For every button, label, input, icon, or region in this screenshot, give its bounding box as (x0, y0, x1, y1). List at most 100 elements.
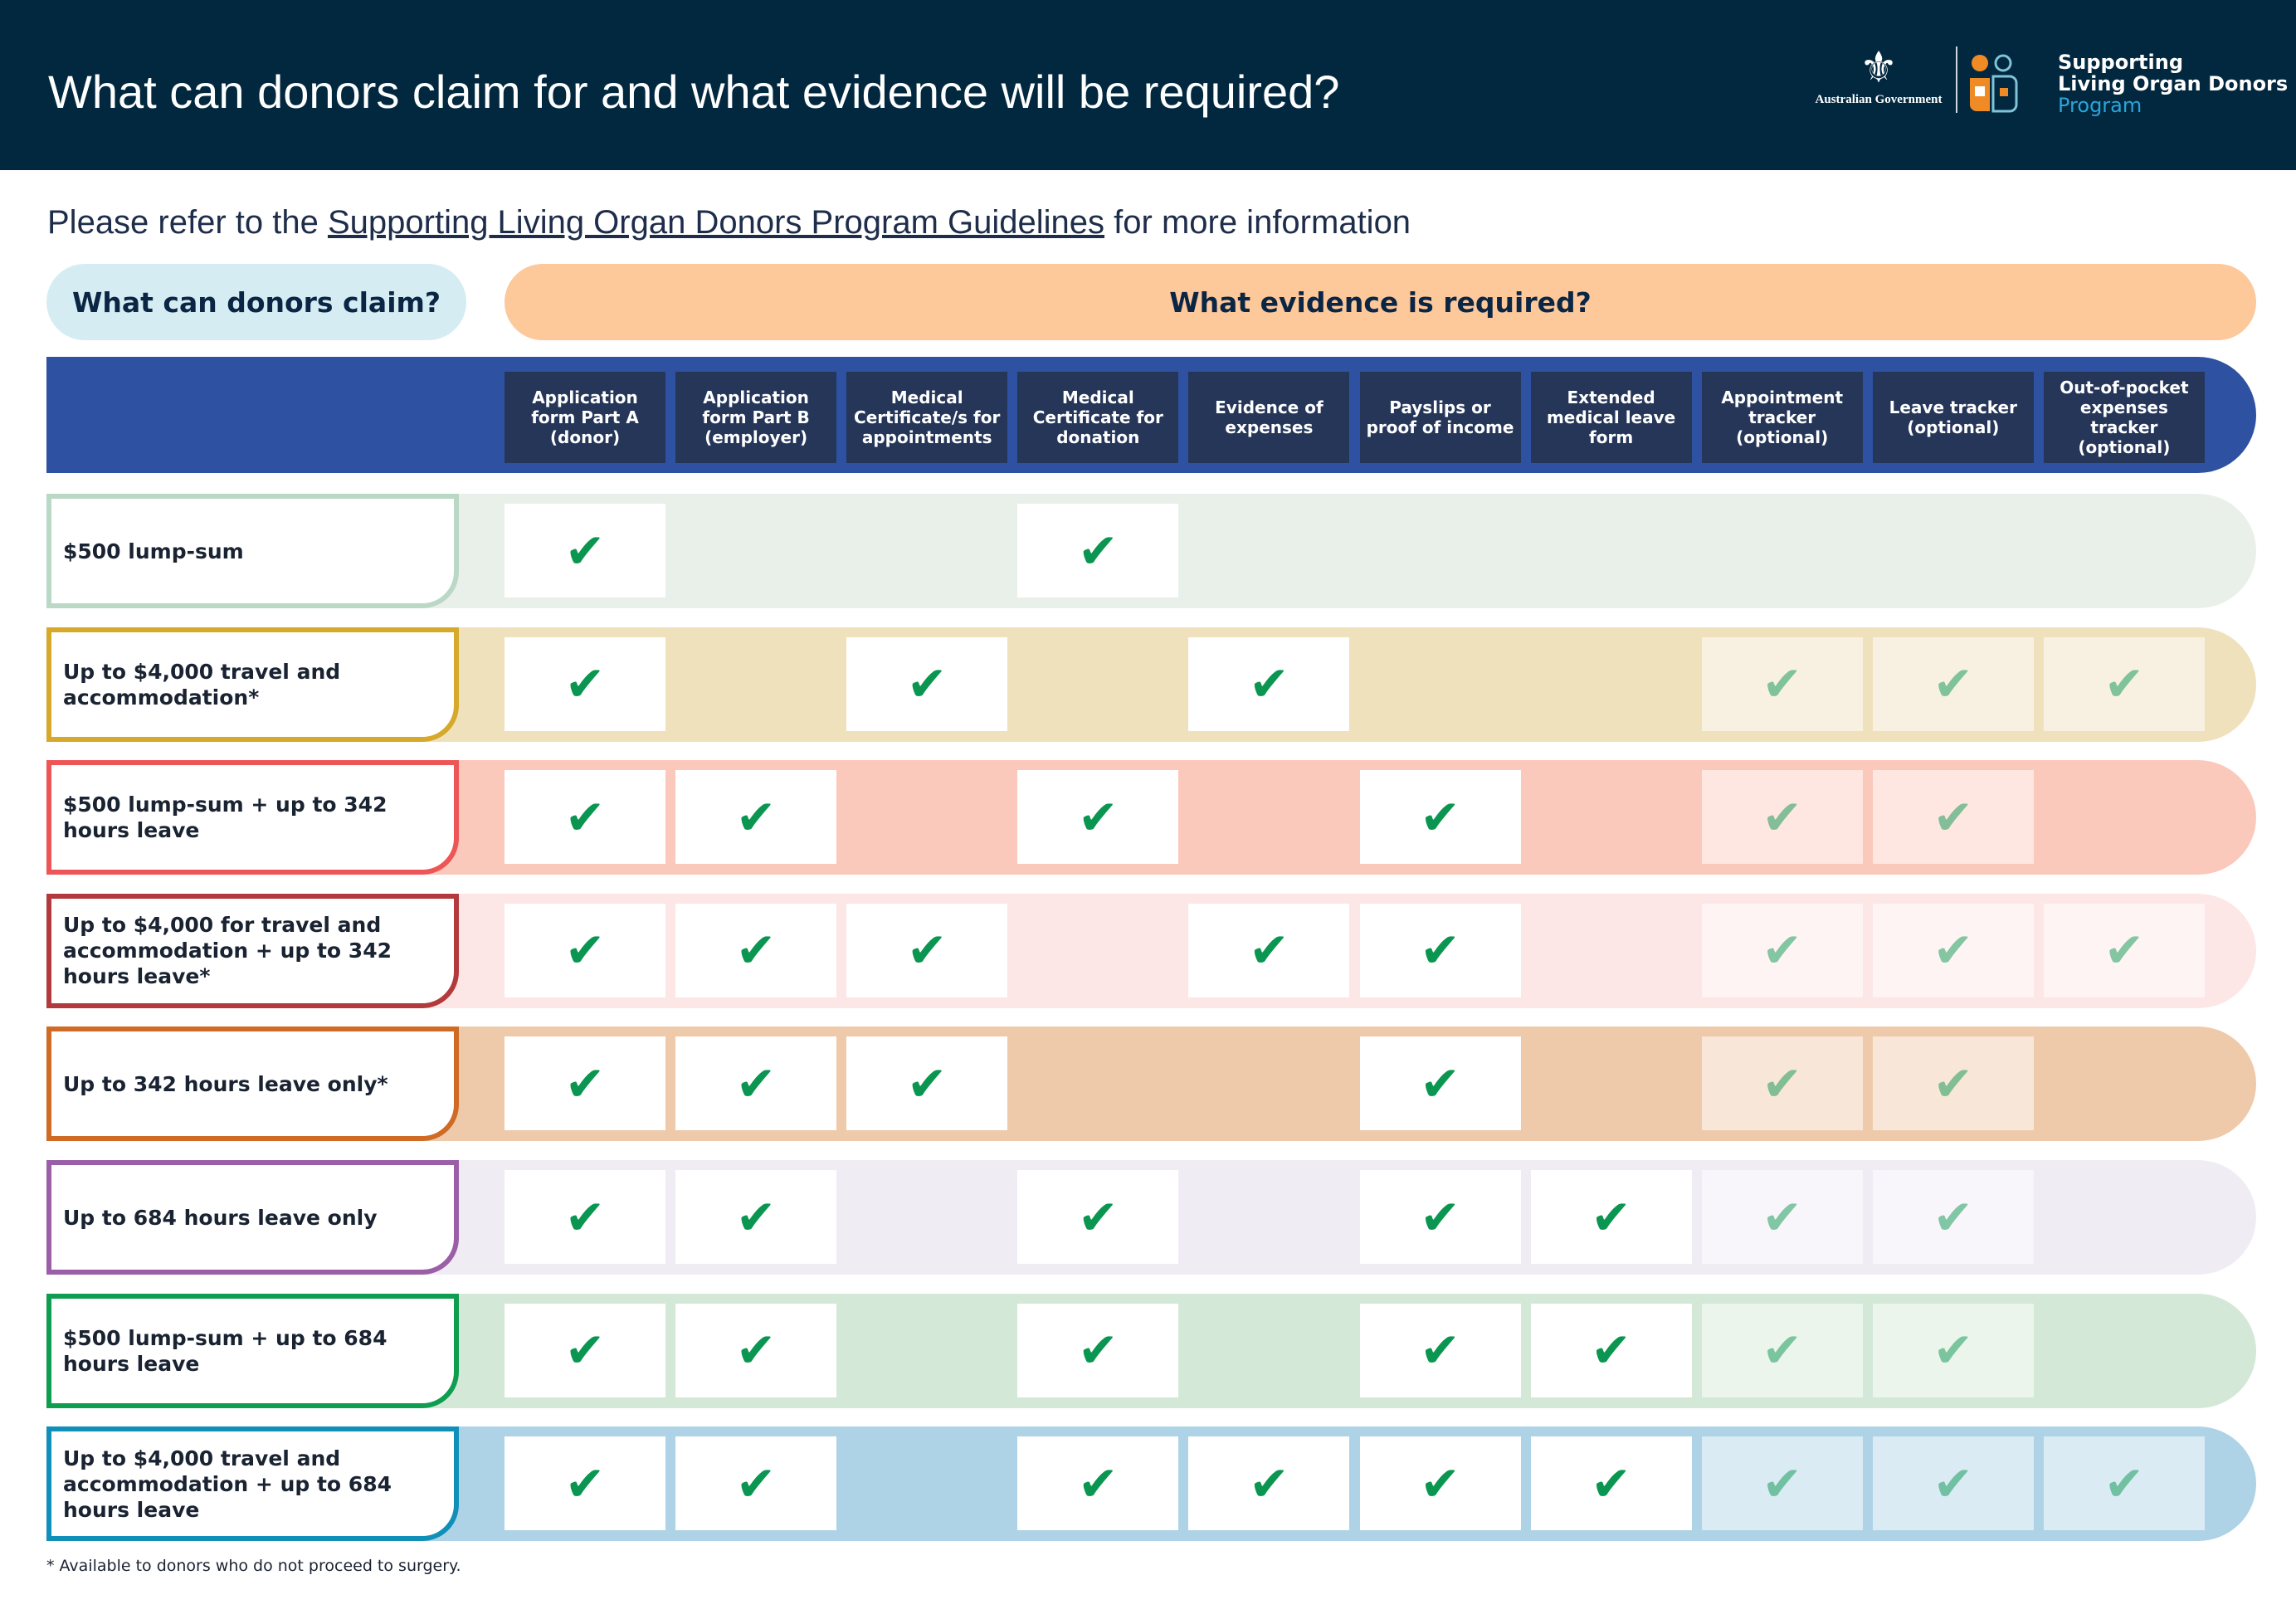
required-cell: ✔ (505, 1303, 665, 1397)
required-cell: ✔ (675, 770, 837, 865)
required-cell: ✔ (1188, 1436, 1350, 1531)
optional-cell: ✔ (1701, 636, 1863, 731)
claim-label: Up to 342 hours leave only* (46, 1027, 459, 1142)
required-cell: ✔ (505, 903, 665, 997)
check-icon: ✔ (2103, 656, 2145, 713)
column-header: Out-of-pocket expenses tracker (optional… (2043, 372, 2205, 463)
check-icon: ✔ (1420, 1455, 1460, 1512)
check-icon: ✔ (735, 1055, 777, 1112)
optional-cell: ✔ (1872, 636, 2034, 731)
check-icon: ✔ (1249, 656, 1289, 713)
column-header: Medical Certificate for donation (1017, 372, 1179, 463)
required-cell: ✔ (1359, 903, 1521, 997)
claims-heading: What can donors claim? (46, 264, 466, 340)
optional-cell: ✔ (1872, 1436, 2034, 1531)
check-icon: ✔ (564, 656, 606, 713)
required-cell: ✔ (675, 1036, 837, 1131)
subtitle-suffix: for more information (1104, 204, 1411, 241)
optional-cell: ✔ (1872, 903, 2034, 997)
check-icon: ✔ (1077, 1455, 1119, 1512)
check-icon: ✔ (1762, 1322, 1802, 1379)
required-cell: ✔ (505, 1436, 665, 1531)
check-icon: ✔ (906, 656, 948, 713)
optional-cell: ✔ (1872, 770, 2034, 865)
check-icon: ✔ (735, 788, 777, 846)
claim-label: Up to 684 hours leave only (46, 1160, 459, 1275)
check-icon: ✔ (1420, 1055, 1460, 1112)
check-icon: ✔ (1077, 1188, 1119, 1246)
required-cell: ✔ (505, 1170, 665, 1264)
evidence-heading: What evidence is required? (505, 264, 2256, 340)
check-icon: ✔ (1762, 1455, 1802, 1512)
check-icon: ✔ (564, 922, 606, 979)
check-icon: ✔ (1591, 1322, 1631, 1379)
check-icon: ✔ (1077, 788, 1119, 846)
required-cell: ✔ (1530, 1303, 1692, 1397)
check-icon: ✔ (906, 922, 948, 979)
claim-label: Up to $4,000 travel and accommodation* (46, 627, 459, 742)
check-icon: ✔ (1591, 1188, 1631, 1246)
required-cell: ✔ (505, 504, 665, 597)
check-icon: ✔ (1249, 922, 1289, 979)
column-header: Application form Part A (donor) (505, 372, 665, 463)
optional-cell: ✔ (1872, 1303, 2034, 1397)
claim-label: Up to $4,000 for travel and accommodatio… (46, 893, 459, 1008)
column-header: Evidence of expenses (1188, 372, 1350, 463)
program-logo-icon (1970, 54, 2018, 113)
optional-cell: ✔ (1701, 770, 1863, 865)
optional-cell: ✔ (1701, 1436, 1863, 1531)
required-cell: ✔ (1359, 1036, 1521, 1131)
program-logo-text: Supporting Living Organ Donors Program (2058, 51, 2288, 116)
required-cell: ✔ (1359, 1170, 1521, 1264)
claim-label: $500 lump-sum + up to 342 hours leave (46, 760, 459, 875)
required-cell: ✔ (1017, 1303, 1179, 1397)
check-icon: ✔ (1077, 1322, 1119, 1379)
check-icon: ✔ (564, 522, 606, 579)
logo-line-3: Program (2058, 94, 2142, 117)
check-icon: ✔ (1762, 788, 1802, 846)
required-cell: ✔ (1017, 770, 1179, 865)
check-icon: ✔ (906, 1055, 948, 1112)
required-cell: ✔ (675, 1436, 837, 1531)
check-icon: ✔ (735, 1188, 777, 1246)
logo-line-2: Living Organ Donors (2058, 72, 2289, 95)
required-cell: ✔ (1017, 504, 1179, 597)
check-icon: ✔ (1933, 1188, 1974, 1246)
check-icon: ✔ (1249, 1455, 1289, 1512)
required-cell: ✔ (505, 1036, 665, 1131)
check-icon: ✔ (1762, 1188, 1802, 1246)
required-cell: ✔ (1188, 903, 1350, 997)
check-icon: ✔ (1933, 788, 1974, 846)
header-bar: What can donors claim for and what evide… (0, 0, 2296, 170)
check-icon: ✔ (1762, 922, 1802, 979)
column-header: Application form Part B (employer) (675, 372, 837, 463)
check-icon: ✔ (1591, 1455, 1631, 1512)
optional-cell: ✔ (1701, 1170, 1863, 1264)
required-cell: ✔ (1359, 1303, 1521, 1397)
required-cell: ✔ (846, 903, 1008, 997)
australian-government-logo: ⚜ Australian Government (1809, 43, 1948, 107)
required-cell: ✔ (1359, 1436, 1521, 1531)
check-icon: ✔ (564, 1188, 606, 1246)
check-icon: ✔ (735, 1455, 777, 1512)
check-icon: ✔ (1933, 922, 1974, 979)
optional-cell: ✔ (1872, 1170, 2034, 1264)
required-cell: ✔ (846, 1036, 1008, 1131)
optional-cell: ✔ (2043, 636, 2205, 731)
claim-label: Up to $4,000 travel and accommodation + … (46, 1426, 459, 1542)
check-icon: ✔ (1420, 788, 1460, 846)
required-cell: ✔ (1530, 1170, 1692, 1264)
check-icon: ✔ (2103, 1455, 2145, 1512)
column-header: Extended medical leave form (1530, 372, 1692, 463)
guidelines-link[interactable]: Supporting Living Organ Donors Program G… (327, 204, 1105, 241)
check-icon: ✔ (1420, 922, 1460, 979)
required-cell: ✔ (675, 1170, 837, 1264)
check-icon: ✔ (1420, 1188, 1460, 1246)
footnote: * Available to donors who do not proceed… (46, 1557, 461, 1575)
required-cell: ✔ (505, 636, 665, 731)
claim-label: $500 lump-sum (46, 494, 459, 608)
optional-cell: ✔ (2043, 903, 2205, 997)
claim-label: $500 lump-sum + up to 684 hours leave (46, 1293, 459, 1408)
required-cell: ✔ (846, 636, 1008, 731)
logo-divider (1956, 46, 1957, 113)
